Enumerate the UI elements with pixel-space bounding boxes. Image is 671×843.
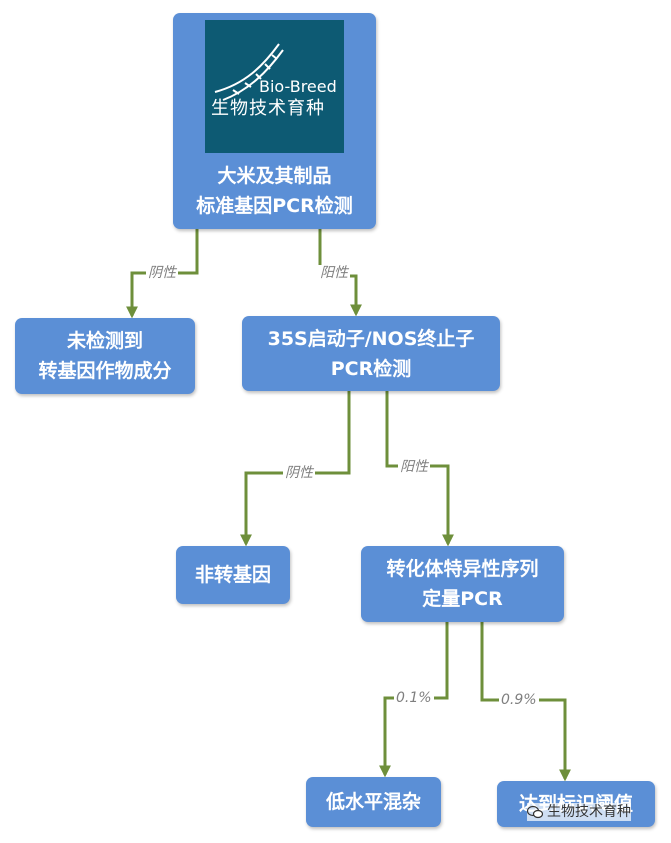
quant-line-2: 定量PCR bbox=[422, 588, 503, 610]
watermark: 生物技术育种 bbox=[527, 803, 631, 821]
root-line-2: 标准基因PCR检测 bbox=[196, 195, 353, 217]
not-detected-line-1: 未检测到 bbox=[66, 330, 143, 352]
screening-pcr-node: 35S启动子/NOS终止子 PCR检测 bbox=[242, 316, 500, 391]
edge-label-positive: 阳性 bbox=[318, 265, 350, 281]
not-detected-line-2: 转基因作物成分 bbox=[38, 360, 172, 382]
edge-label-negative: 阴性 bbox=[146, 265, 178, 281]
low-level-label: 低水平混杂 bbox=[325, 791, 421, 813]
logo-brand-chinese: 生物技术育种 bbox=[211, 98, 325, 119]
root-node: Bio-Breed 生物技术育种 大米及其制品 标准基因PCR检测 bbox=[173, 13, 376, 229]
edge-label-threshold-low: 0.1% bbox=[394, 690, 434, 706]
non-gm-label: 非转基因 bbox=[194, 564, 271, 586]
quantitative-pcr-node: 转化体特异性序列 定量PCR bbox=[361, 546, 564, 622]
edge-label-positive: 阳性 bbox=[398, 459, 430, 475]
dna-helix-icon bbox=[214, 43, 284, 101]
logo-brand-english: Bio-Breed bbox=[259, 77, 337, 96]
screening-line-1: 35S启动子/NOS终止子 bbox=[267, 327, 475, 350]
not-detected-node: 未检测到 转基因作物成分 bbox=[15, 318, 195, 394]
watermark-text: 生物技术育种 bbox=[547, 804, 631, 820]
screening-line-2: PCR检测 bbox=[330, 357, 412, 380]
bio-breed-logo: Bio-Breed 生物技术育种 bbox=[205, 20, 344, 153]
edge-label-negative: 阴性 bbox=[283, 465, 315, 481]
quant-line-1: 转化体特异性序列 bbox=[386, 558, 539, 580]
low-level-mixing-node: 低水平混杂 bbox=[306, 777, 441, 827]
wechat-icon bbox=[527, 805, 543, 819]
edge-label-threshold-high: 0.9% bbox=[499, 692, 539, 708]
non-gm-node: 非转基因 bbox=[176, 546, 290, 604]
root-line-1: 大米及其制品 bbox=[217, 165, 332, 187]
